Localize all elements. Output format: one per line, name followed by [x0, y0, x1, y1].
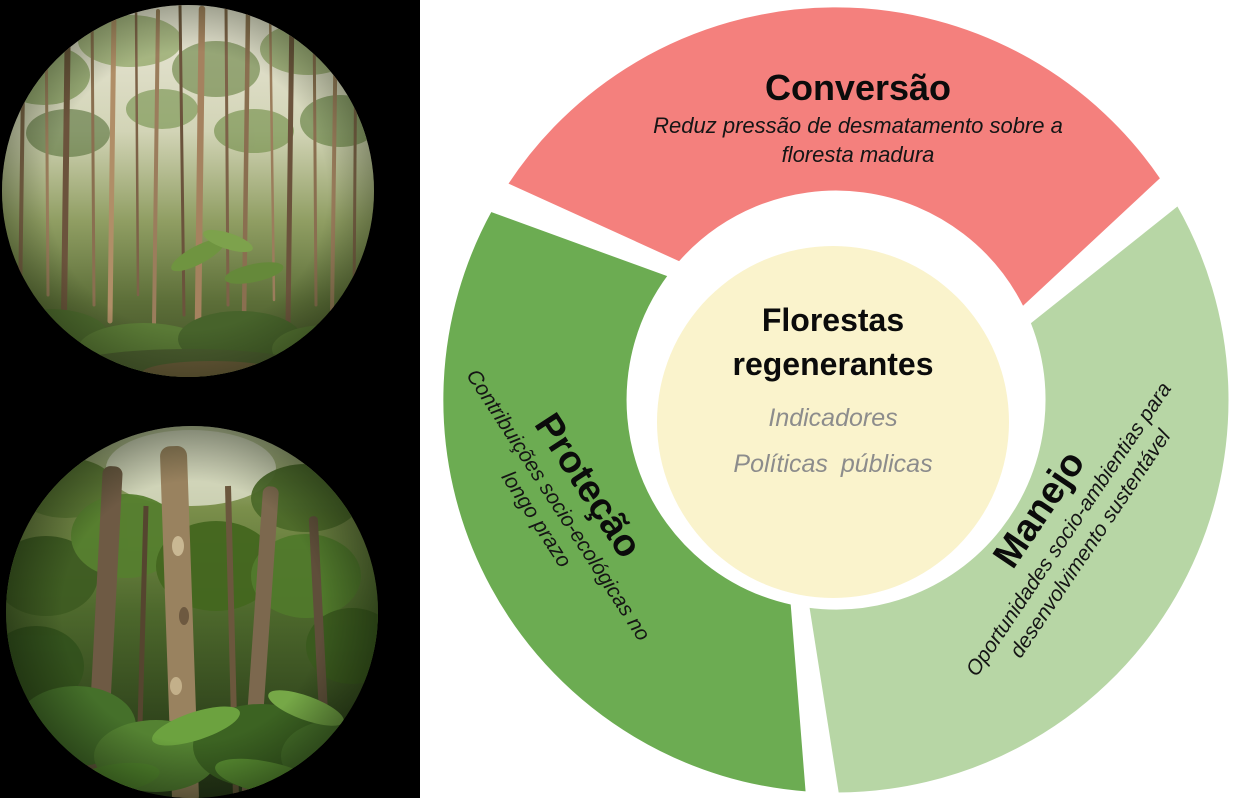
mature-forest-illustration: [6, 426, 378, 798]
center-circle-shape: [657, 246, 1009, 598]
conversao-label: Conversão Reduz pressão de desmatamento …: [653, 65, 1063, 169]
segment-conversao-arc: [504, 4, 1164, 310]
center-item-politicas: Políticas públicas: [733, 450, 933, 478]
photo-mature-forest: [6, 426, 378, 798]
center-title-line-1: Florestas: [761, 302, 905, 338]
segment-protecao-arc: [440, 208, 809, 795]
segment-manejo-arc: [806, 202, 1232, 796]
conversao-subtitle-line-1: Reduz pressão de desmatamento sobre a: [653, 113, 1063, 138]
center-label: Florestas regenerantes Indicadores Polít…: [733, 298, 934, 478]
photo-panel: [0, 0, 420, 798]
conversao-title: Conversão: [764, 67, 952, 108]
conversao-subtitle-line-2: floresta madura: [781, 142, 935, 167]
center-title-line-2: regenerantes: [732, 346, 934, 382]
center-item-indicadores: Indicadores: [768, 404, 898, 432]
